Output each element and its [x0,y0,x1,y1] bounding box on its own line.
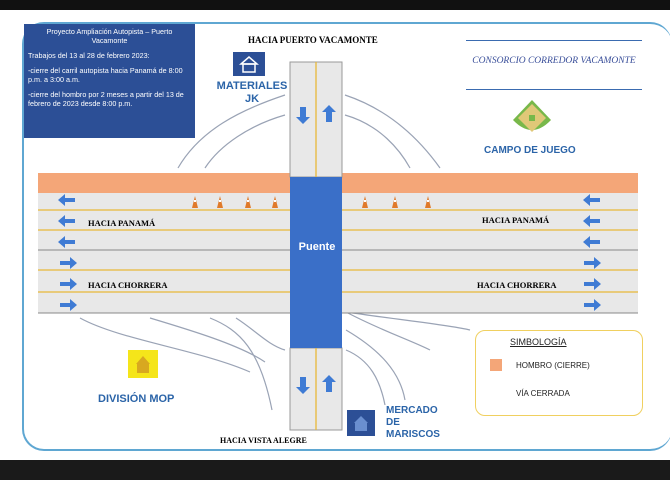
mercado-building-icon [347,410,375,436]
mercado-label-line2: DE [386,417,400,428]
mercado-label: MERCADO DE MARISCOS [386,405,440,441]
materiales-label-line1: MATERIALES [216,80,288,92]
consorcio-box [466,40,642,90]
mercado-label-line1: MERCADO [386,405,438,416]
map-frame [22,22,670,451]
label-north: HACIA PUERTO VACAMONTE [248,35,378,45]
info-dates: Trabajos del 13 al 28 de febrero 2023: [28,51,150,60]
campo-label: CAMPO DE JUEGO [484,145,576,156]
info-item-lane: -cierre del carril autopista hacia Panam… [28,66,183,84]
label-west-panama: HACIA PANAMÁ [88,218,156,228]
east-arrows [583,194,601,311]
closure-cones [192,196,431,208]
legend: SIMBOLOGÍA HOMBRO (CIERRE) VÍA CERRADA [475,330,643,416]
legend-shoulder-swatch [490,359,502,371]
baseball-field-icon [513,100,551,132]
legend-shoulder-label: HOMBRO (CIERRE) [516,361,590,370]
label-east-panama: HACIA PANAMÁ [482,215,550,225]
top-bar [0,0,670,10]
info-title: Proyecto Ampliación Autopista – Puerto V… [46,27,173,45]
bridge [290,177,342,348]
west-arrows [58,194,77,311]
materiales-building-icon [233,52,265,76]
north-south-arrows [296,105,336,394]
info-box: Proyecto Ampliación Autopista – Puerto V… [24,24,195,138]
bridge-label: Puente [298,241,336,253]
materiales-label-line2: JK [244,93,260,105]
mercado-label-line3: MARISCOS [386,429,440,440]
label-south: HACIA VISTA ALEGRE [220,436,307,445]
division-mop-building-icon [128,350,158,378]
ramps [79,94,471,411]
legend-closed-label: VÍA CERRADA [516,389,570,398]
info-item-shoulder: -cierre del hombro por 2 meses a partir … [28,90,184,108]
materiales-label: MATERIALES JK [212,80,292,106]
consorcio-label: CONSORCIO CORREDOR VACAMONTE [472,56,636,66]
label-east-chorrera: HACIA CHORRERA [477,280,557,290]
division-label: DIVISIÓN MOP [98,393,175,405]
legend-title: SIMBOLOGÍA [510,337,567,347]
label-west-chorrera: HACIA CHORRERA [88,280,168,290]
bottom-bar [0,460,670,480]
